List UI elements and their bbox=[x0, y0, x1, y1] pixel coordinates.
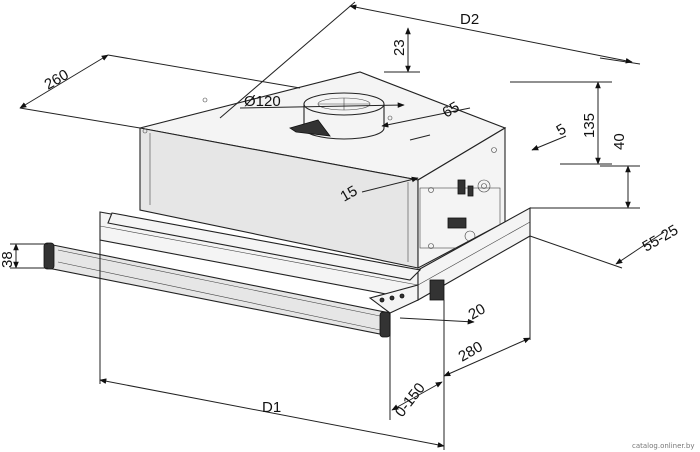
dim-d2: D2 bbox=[460, 11, 479, 28]
dim-5: 5 bbox=[554, 121, 570, 140]
watermark: catalog.onliner.by bbox=[632, 442, 694, 450]
dimension-lines bbox=[10, 1, 665, 450]
dim-40: 40 bbox=[611, 133, 628, 150]
dim-135: 135 bbox=[581, 113, 598, 138]
dim-20: 20 bbox=[466, 300, 489, 323]
dim-d1: D1 bbox=[262, 399, 281, 416]
dim-38: 38 bbox=[0, 251, 16, 268]
dim-55-25: 55-25 bbox=[640, 222, 682, 256]
dim-15: 15 bbox=[338, 182, 361, 205]
duct-outlet bbox=[289, 92, 393, 140]
dim-0-150: 0-150 bbox=[392, 380, 429, 421]
dim-diameter-120: Ø120 bbox=[244, 93, 281, 110]
dim-280: 280 bbox=[456, 338, 486, 365]
dim-65: 65 bbox=[440, 98, 463, 121]
dim-260: 260 bbox=[42, 66, 72, 93]
telescopic-drawer bbox=[43, 207, 531, 338]
dim-23: 23 bbox=[391, 39, 408, 56]
